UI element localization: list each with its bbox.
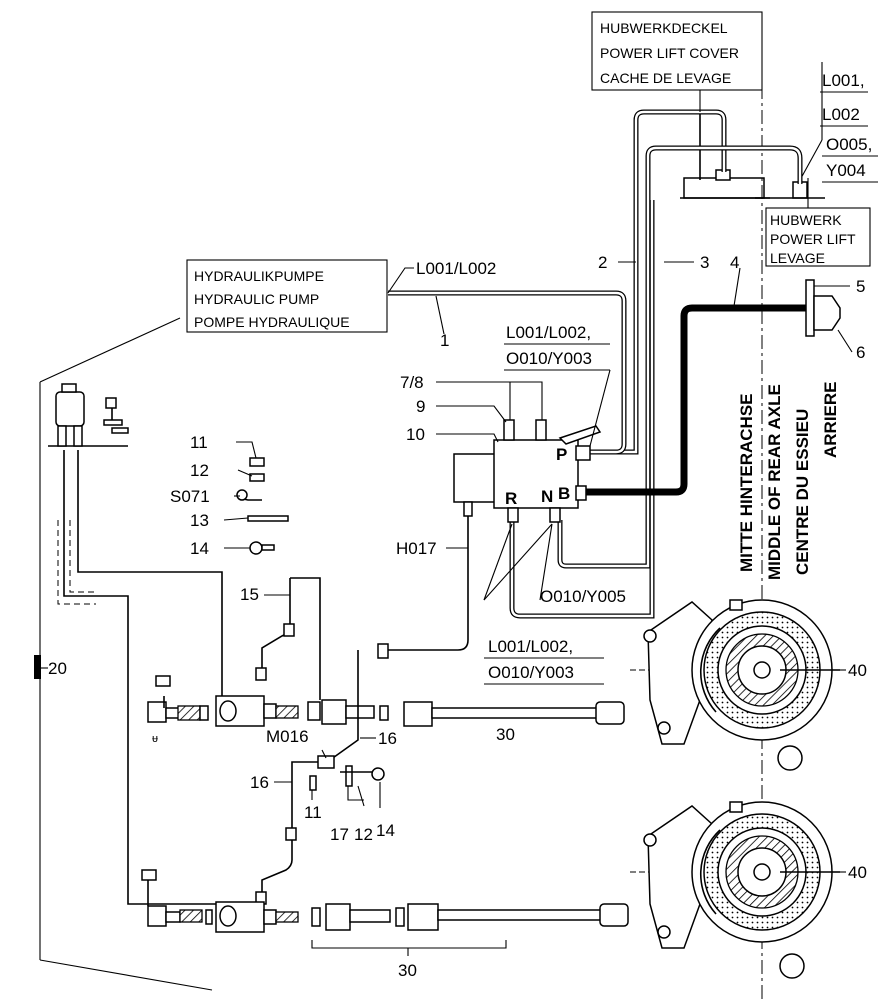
callout-30-lower: 30 [398, 961, 417, 980]
pipe-h017-fitting [377, 643, 389, 659]
callout-numbers: 1 2 3 4 5 6 7/8 9 10 11 12 13 14 15 16 1… [48, 253, 867, 980]
valve-port-r: R [505, 489, 517, 508]
lift-code-l001: L001, [822, 71, 865, 90]
callout-40-upper: 40 [848, 661, 867, 680]
pipe-h017 [384, 516, 469, 651]
lift-codes: L001, L002 O005, Y004 [799, 62, 878, 183]
hydraulic-pump-box: HYDRAULIKPUMPE HYDRAULIC PUMP POMPE HYDR… [186, 259, 388, 333]
lift-code-l002: L002 [822, 105, 860, 124]
rear-axle-labels: MITTE HINTERACHSE MIDDLE OF REAR AXLE CE… [737, 381, 840, 580]
callout-30-upper: 30 [496, 725, 515, 744]
pipe-pump-to-valve [388, 290, 627, 455]
tractor-frame-outline [34, 317, 213, 991]
small-parts-kit [236, 457, 289, 555]
callout-11-tee: 11 [304, 803, 322, 822]
callout-40-lower: 40 [848, 863, 867, 882]
callout-11-kit: 11 [190, 433, 208, 452]
power-lift-label-en: POWER LIFT [770, 231, 856, 247]
power-lift-cover-box: HUBWERKDECKEL POWER LIFT COVER CACHE DE … [591, 11, 763, 91]
power-lift-label-de: HUBWERK [770, 212, 842, 228]
callout-3: 3 [700, 253, 709, 272]
callout-14-kit: 14 [190, 539, 209, 558]
lower-code-a: L001/L002, [488, 637, 573, 656]
pipe-r-lower [509, 200, 655, 619]
valve-code-b: O010/Y003 [506, 349, 592, 368]
lift-code-y004: Y004 [826, 161, 866, 180]
callout-16-lower: 16 [250, 773, 269, 792]
lower-code-b: O010/Y003 [488, 663, 574, 682]
callout-15: 15 [240, 585, 259, 604]
axle-label-fr: CENTRE DU ESSIEU [793, 409, 812, 575]
axle-label-de: MITTE HINTERACHSE [737, 394, 756, 573]
brake-drum-upper [630, 599, 840, 771]
brake-drum-lower [630, 801, 840, 979]
brake-cylinder-upper: ᵾ [147, 675, 625, 745]
callout-5: 5 [856, 277, 865, 296]
brake-line-upper [77, 450, 223, 700]
variant-code-labels: L001/L002 L001/L002, O010/Y003 O010/Y005… [170, 259, 626, 746]
power-lift-label-fr: LEVAGE [770, 250, 825, 266]
power-lift-cover-label-de: HUBWERKDECKEL [600, 20, 728, 36]
pipe-15 [290, 577, 321, 700]
brake-cylinder-lower [141, 869, 629, 956]
valve-port-n: N [541, 487, 553, 506]
callout-9: 9 [416, 397, 425, 416]
power-lift-cover-label-fr: CACHE DE LEVAGE [600, 70, 731, 86]
svg-text:ᵾ: ᵾ [152, 733, 158, 745]
callout-17: 17 [330, 825, 349, 844]
lift-code-o005: O005, [826, 135, 872, 154]
valve-port-b: B [558, 484, 570, 503]
leader-lines [40, 90, 853, 873]
label-m016: M016 [266, 727, 309, 746]
label-s071: S071 [170, 487, 210, 506]
power-lift-box: HUBWERK POWER LIFT LEVAGE [765, 207, 871, 267]
callout-1: 1 [440, 331, 449, 350]
callout-7-8: 7/8 [400, 373, 424, 392]
brake-fluid-reservoir [48, 383, 129, 447]
power-lift-cover-label-en: POWER LIFT COVER [600, 45, 739, 61]
valve-code-o010-y005: O010/Y005 [540, 587, 626, 606]
callout-12-tee: 12 [354, 825, 373, 844]
callout-6: 6 [856, 343, 865, 362]
pipe-2 [606, 109, 727, 455]
hydraulic-pump-label-de: HYDRAULIKPUMPE [194, 268, 324, 284]
callout-2: 2 [598, 253, 607, 272]
hydraulic-pump-label-fr: POMPE HYDRAULIQUE [194, 314, 350, 330]
callout-13: 13 [190, 511, 209, 530]
label-h017: H017 [396, 539, 437, 558]
callout-20: 20 [48, 659, 67, 678]
lift-cover-block [680, 110, 825, 205]
pump-code: L001/L002 [416, 259, 496, 278]
callout-14-tee: 14 [376, 821, 395, 840]
callout-10: 10 [406, 425, 425, 444]
valve-port-p: P [556, 445, 567, 464]
coupling-5-6 [805, 279, 841, 337]
callout-16-upper: 16 [378, 729, 397, 748]
control-valve: P B R N [453, 419, 602, 523]
valve-code-a: L001/L002, [506, 323, 591, 342]
tee-fitting-m016 [255, 650, 385, 905]
axle-label-en: MIDDLE OF REAR AXLE [765, 384, 784, 580]
axle-label-fr-2: ARRIERE [821, 381, 840, 458]
callout-12-kit: 12 [190, 461, 209, 480]
pipe-3 [557, 145, 803, 569]
callout-4: 4 [730, 253, 739, 272]
hydraulic-pump-label-en: HYDRAULIC PUMP [194, 291, 319, 307]
pipe-4 [580, 304, 810, 496]
